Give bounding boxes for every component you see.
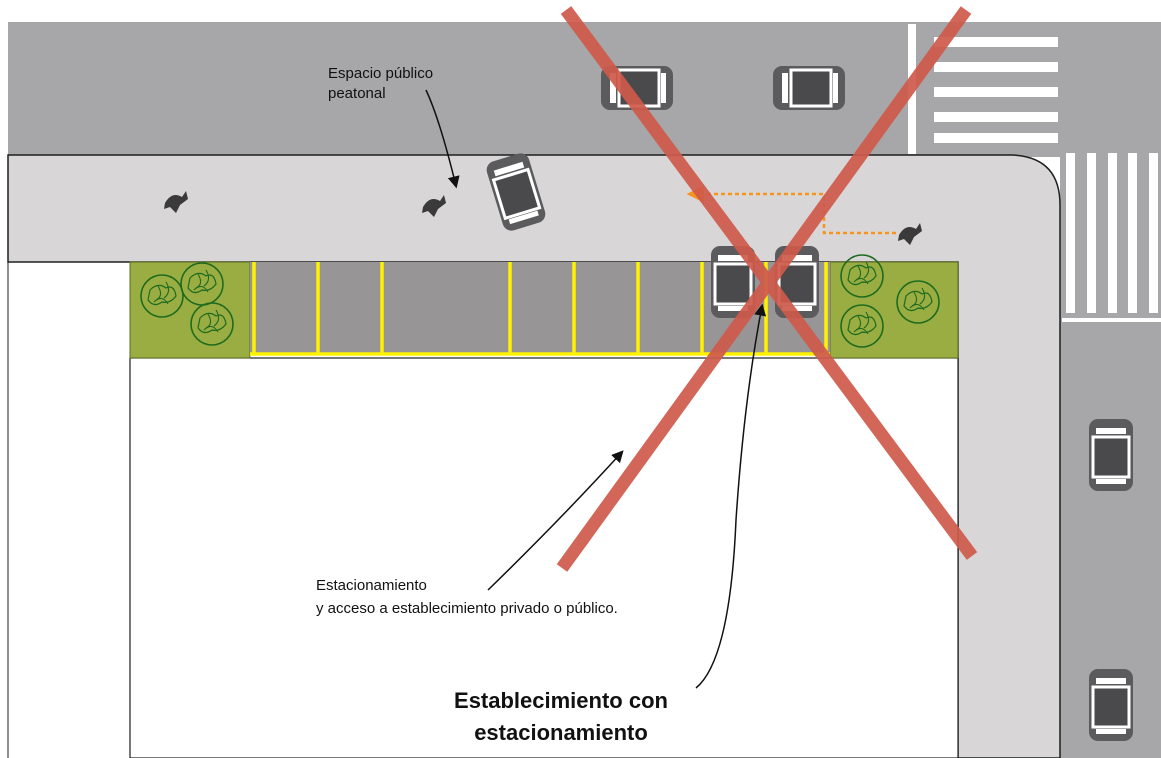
label-pedestrian-space-1: Espacio público bbox=[328, 65, 433, 82]
pointer-pedestrian-space bbox=[425, 89, 460, 189]
road-right bbox=[1060, 22, 1161, 758]
pointer-establishment bbox=[695, 303, 767, 689]
label-parking-access-1: Estacionamiento bbox=[316, 577, 427, 594]
label-parking-access-2: y acceso a establecimiento privado o púb… bbox=[316, 600, 618, 617]
green-strip-left bbox=[129, 261, 251, 359]
establishment-lot bbox=[129, 357, 959, 758]
prohibited-cross bbox=[556, 6, 978, 572]
pointer-parking-access bbox=[487, 450, 624, 591]
label-establishment-2: estacionamiento bbox=[474, 720, 648, 745]
crosswalk-right bbox=[1062, 153, 1161, 322]
sidewalk bbox=[7, 154, 1061, 758]
label-establishment-1: Establecimiento con bbox=[454, 688, 668, 713]
label-pedestrian-space-2: peatonal bbox=[328, 85, 386, 102]
